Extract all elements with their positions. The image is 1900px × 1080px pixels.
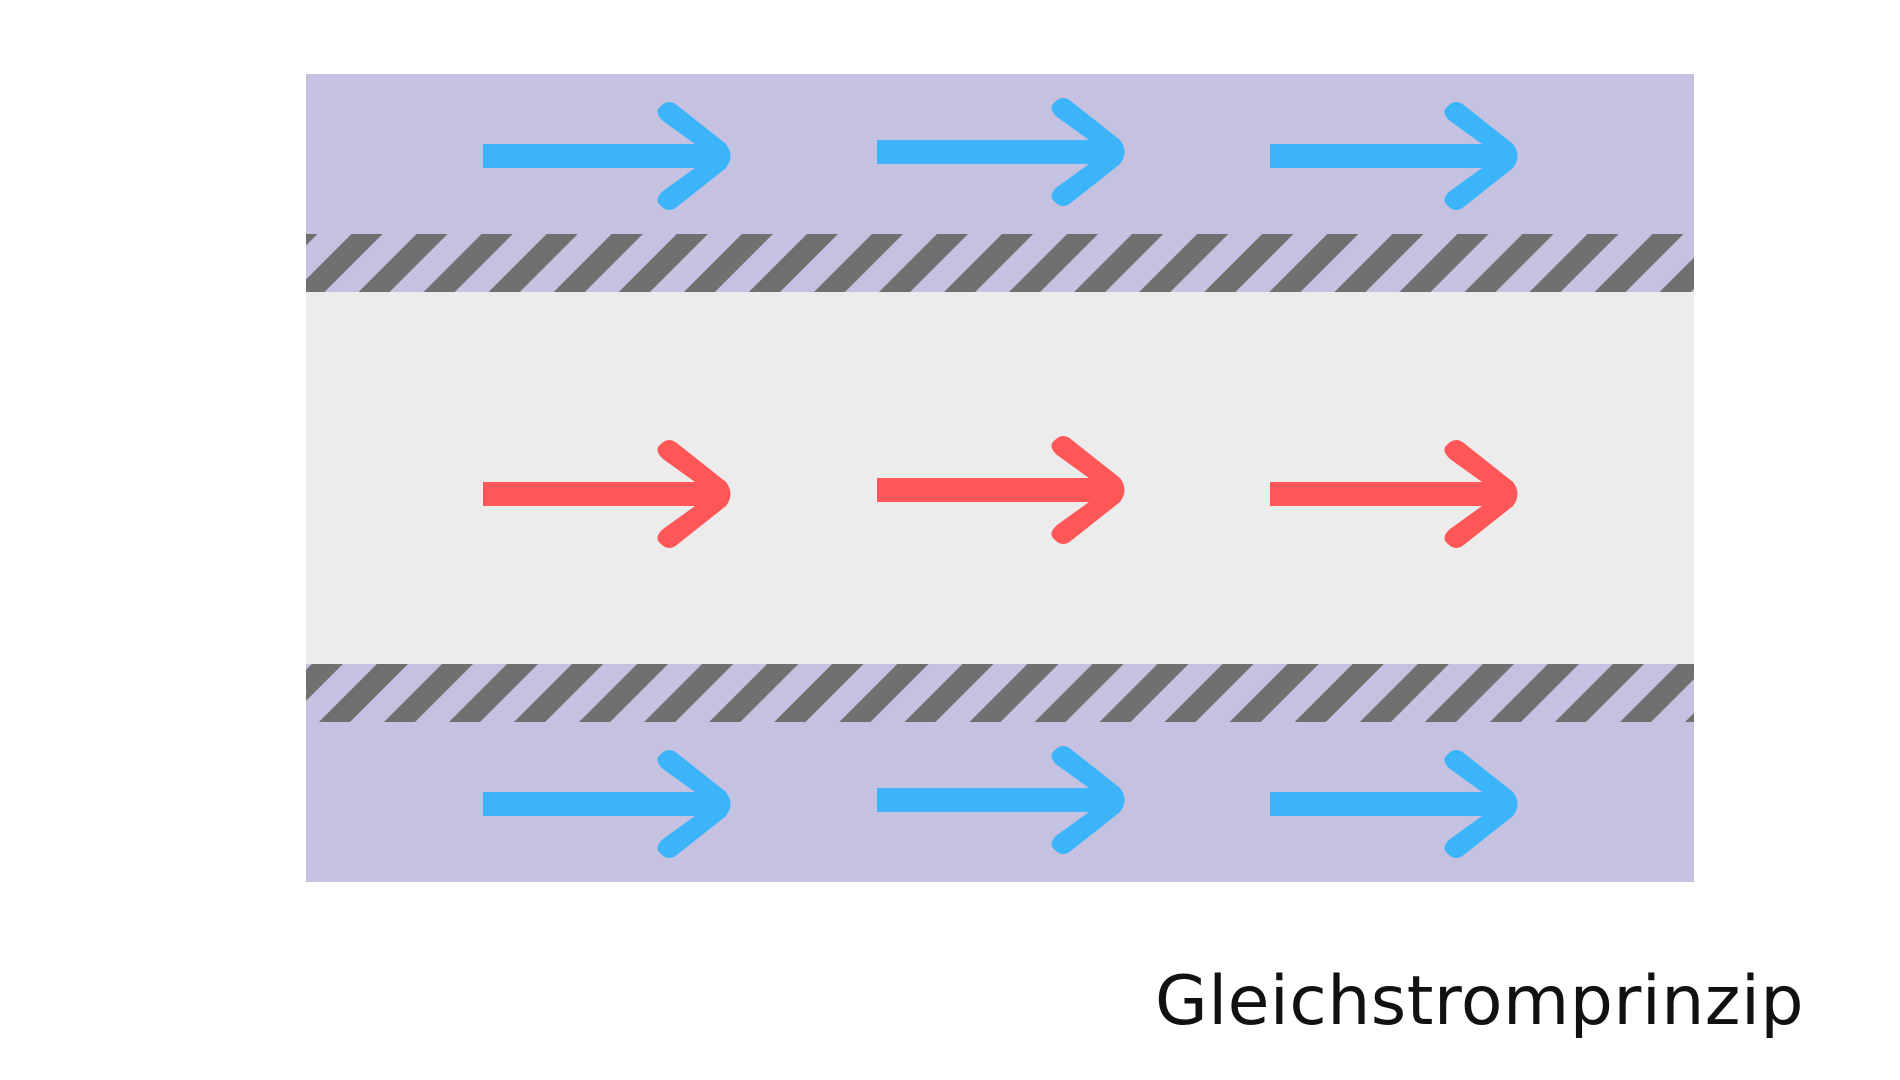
diagram-caption: Gleichstromprinzip	[1155, 962, 1805, 1041]
wall-bottom	[306, 664, 1694, 722]
wall-top	[306, 234, 1694, 292]
